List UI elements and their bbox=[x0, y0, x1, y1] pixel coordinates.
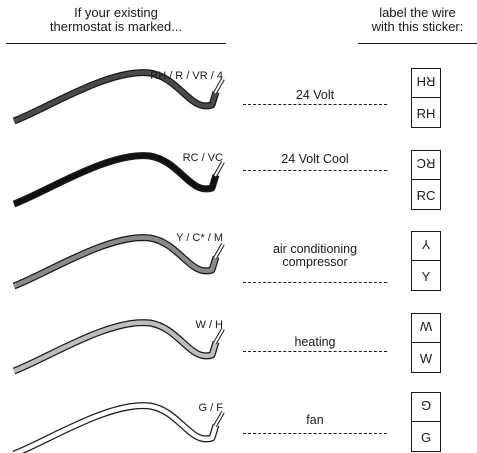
wire-g bbox=[12, 402, 225, 453]
sticker-label-inverted: RH bbox=[416, 74, 436, 89]
description-line: 24 Volt Cool bbox=[281, 152, 349, 166]
dashed-connector bbox=[243, 433, 387, 434]
header-left-line-1: If your existing bbox=[74, 5, 158, 20]
header-left-line-2: thermostat is marked... bbox=[49, 19, 183, 34]
sticker-divider bbox=[412, 421, 440, 422]
wire-insulation bbox=[13, 153, 219, 207]
sticker-label: W bbox=[419, 351, 433, 366]
wire-description-24-volt: 24 Volt bbox=[240, 89, 390, 102]
wire-w bbox=[12, 319, 225, 375]
sticker-label: RC bbox=[416, 188, 436, 203]
wire-insulation bbox=[13, 403, 219, 453]
sticker-rh: RH RH bbox=[411, 68, 441, 128]
wire-rc bbox=[12, 152, 225, 208]
wire-bare-end bbox=[214, 243, 224, 259]
header-right-line-2: with this sticker: bbox=[371, 19, 464, 34]
sticker-y: Y Y bbox=[411, 231, 441, 291]
sticker-label: G bbox=[420, 430, 432, 445]
wire-description-24-volt-cool: 24 Volt Cool bbox=[240, 153, 390, 166]
sticker-divider bbox=[412, 342, 440, 343]
wire-bare-end bbox=[214, 411, 224, 427]
wire-insulation bbox=[13, 70, 219, 124]
description-line: heating bbox=[294, 335, 336, 349]
wire-bare-end bbox=[214, 161, 224, 177]
wire-insulation bbox=[13, 320, 219, 374]
sticker-divider bbox=[412, 260, 440, 261]
sticker-g: G G bbox=[411, 392, 441, 452]
description-line: 24 Volt bbox=[295, 88, 335, 102]
header-right-underline bbox=[358, 43, 477, 44]
wire-description-fan: fan bbox=[240, 414, 390, 427]
header-right-line-1: label the wire bbox=[379, 5, 456, 20]
wire-terminal-label-g: G / F bbox=[198, 402, 223, 414]
sticker-divider bbox=[412, 97, 440, 98]
sticker-rc: RC RC bbox=[411, 150, 441, 210]
sticker-label-inverted: Y bbox=[421, 237, 431, 252]
header-left-underline bbox=[6, 43, 226, 44]
sticker-label: Y bbox=[421, 269, 431, 284]
wire-insulation bbox=[13, 235, 219, 289]
sticker-column-header: label the wire with this sticker: bbox=[358, 5, 477, 44]
description-line-1: air conditioning bbox=[272, 242, 358, 256]
sticker-divider bbox=[412, 179, 440, 180]
wire-description-air-conditioning: air conditioning compressor bbox=[240, 243, 390, 269]
sticker-label-inverted: G bbox=[420, 398, 432, 413]
dashed-connector bbox=[243, 351, 387, 352]
dashed-connector bbox=[243, 170, 387, 171]
description-line-2: compressor bbox=[282, 255, 348, 269]
thermostat-column-header: If your existing thermostat is marked... bbox=[0, 5, 232, 44]
dashed-connector bbox=[243, 104, 387, 105]
sticker-w: W W bbox=[411, 313, 441, 373]
sticker-label: RH bbox=[416, 106, 436, 121]
sticker-label-inverted: W bbox=[419, 319, 433, 334]
wire-bare-end bbox=[214, 78, 224, 94]
wire-bare-end bbox=[214, 328, 224, 344]
wire-terminal-label-rc: RC / VC bbox=[182, 152, 223, 164]
wire-terminal-label-rh: RH / R / VR / 4 bbox=[150, 70, 223, 82]
wire-terminal-label-y: Y / C* / M bbox=[176, 232, 223, 244]
wire-rh bbox=[12, 69, 225, 125]
wire-terminal-label-w: W / H bbox=[195, 319, 224, 331]
dashed-connector bbox=[243, 282, 387, 283]
sticker-label-inverted: RC bbox=[416, 156, 436, 171]
wire-y bbox=[12, 234, 225, 290]
description-line: fan bbox=[306, 413, 324, 427]
wire-description-heating: heating bbox=[240, 336, 390, 349]
